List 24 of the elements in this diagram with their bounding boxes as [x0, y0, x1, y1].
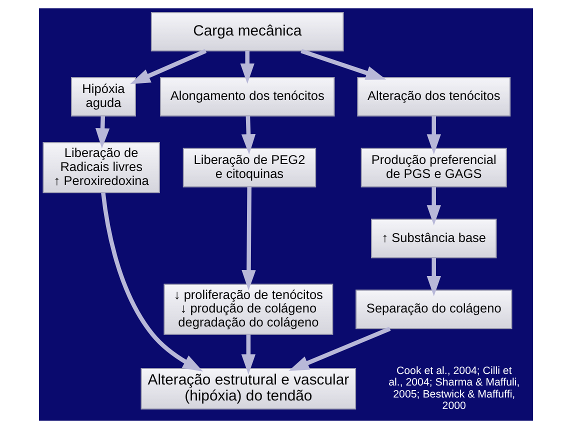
node-box: ↑ Substância base: [370, 218, 496, 258]
node-box: ↓ proliferação de tenócitos ↓ produção de colágeno degradação do colágeno: [163, 284, 333, 335]
arrow: [100, 192, 203, 372]
arrow: [240, 334, 256, 375]
node-box: Liberação de PEG2 e citoquinas: [182, 148, 316, 188]
node-box: Separação do colágeno: [355, 290, 512, 330]
arrow: [129, 49, 206, 84]
arrow: [240, 50, 254, 84]
arrow: [94, 116, 110, 149]
arrow: [288, 326, 390, 371]
node-box: Liberação de Radicais livres ↑ Peroxiredoxina: [42, 142, 160, 194]
label: Cook et al., 2004; Cilli et al., 2004; Sharma & Maffuli, 2005; Bestwick & Maffuffi, 2000: [388, 364, 520, 412]
arrow: [241, 186, 256, 290]
node-box: Hipóxia aguda: [70, 77, 136, 116]
node-box: Produção preferencial de PGS e GAGS: [360, 148, 506, 188]
node-box: Alongamento dos tenócitos: [159, 77, 334, 116]
node-box: Carga mecânica: [150, 12, 344, 52]
arrow: [300, 48, 386, 80]
arrow: [240, 116, 256, 155]
node-box: Alteração dos tenócitos: [356, 77, 510, 116]
arrow: [426, 116, 440, 155]
arrow: [426, 258, 440, 296]
node-box: Alteração estrutural e vascular (hipóxia) do tendão: [140, 368, 356, 410]
arrow: [426, 187, 440, 226]
